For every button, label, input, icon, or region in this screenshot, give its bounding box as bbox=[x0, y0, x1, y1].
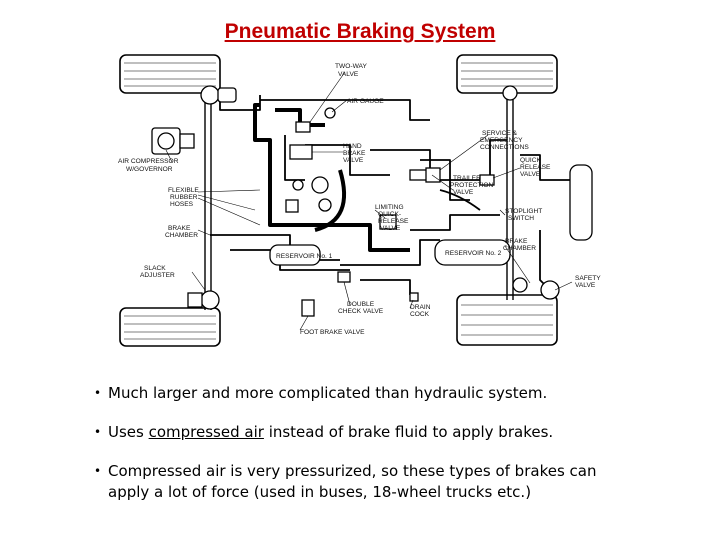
label-service-3: CONNECTIONS bbox=[480, 144, 529, 151]
diagram-svg: TWO-WAY VALVE AIR GAUGE AIR COMPRESSOR W… bbox=[118, 54, 601, 347]
bullet-marker: • bbox=[94, 425, 102, 439]
label-trailer-protection-3: VALVE bbox=[453, 189, 474, 196]
label-two-way-valve: TWO-WAY bbox=[335, 63, 367, 70]
label-flexible-hoses-2: RUBBER bbox=[170, 194, 198, 201]
bullet-text-line1: Compressed air is very pressurized, so t… bbox=[108, 462, 597, 480]
label-air-gauge: AIR GAUGE bbox=[347, 98, 384, 105]
bullet-text: Much larger and more complicated than hy… bbox=[108, 384, 548, 402]
bullet-text-pre: Uses bbox=[108, 423, 149, 441]
label-stoplight-switch: STOPLIGHT bbox=[505, 208, 542, 215]
label-trailer-protection: TRAILER bbox=[453, 175, 481, 182]
bullet-text-underlined: compressed air bbox=[148, 423, 264, 441]
label-limiting-valve-2: QUICK- bbox=[378, 211, 401, 218]
label-service-2: EMERGENCY bbox=[480, 137, 523, 144]
slide-title: Pneumatic Braking System bbox=[224, 20, 496, 43]
bullet-item: • Compressed air is very pressurized, so… bbox=[94, 461, 654, 503]
label-hand-brake-2: BRAKE bbox=[343, 150, 366, 157]
label-limiting-valve: LIMITING bbox=[375, 204, 404, 211]
label-double-check-valve-2: CHECK VALVE bbox=[338, 308, 384, 315]
label-trailer-protection-2: PROTECTION bbox=[450, 182, 493, 189]
bullet-text-post: instead of brake fluid to apply brakes. bbox=[263, 423, 554, 441]
label-brake-chamber-right-2: CHAMBER bbox=[503, 245, 536, 252]
bullet-marker: • bbox=[94, 464, 102, 478]
pneumatic-brake-diagram: TWO-WAY VALVE AIR GAUGE AIR COMPRESSOR W… bbox=[110, 50, 620, 350]
label-safety-valve-2: VALVE bbox=[575, 282, 596, 289]
label-double-check-valve: DOUBLE bbox=[347, 301, 375, 308]
label-quick-release: QUICK bbox=[520, 157, 541, 164]
label-drain-cock-2: COCK bbox=[410, 311, 430, 318]
label-safety-valve: SAFETY bbox=[575, 275, 601, 282]
label-flexible-hoses-3: HOSES bbox=[170, 201, 194, 208]
label-slack-adjuster-2: ADJUSTER bbox=[140, 272, 175, 279]
tires bbox=[119, 54, 558, 347]
label-air-compressor-2: W/GOVERNOR bbox=[126, 166, 173, 173]
label-reservoir-2: RESERVOIR No. 2 bbox=[445, 250, 502, 257]
label-slack-adjuster: SLACK bbox=[144, 265, 166, 272]
label-foot-brake-valve: FOOT BRAKE VALVE bbox=[300, 329, 365, 336]
label-brake-chamber-right: BRAKE bbox=[505, 238, 528, 245]
label-limiting-valve-3: RELEASE bbox=[378, 218, 409, 225]
label-service: SERVICE & bbox=[482, 130, 518, 137]
bullet-list: • Much larger and more complicated than … bbox=[94, 383, 654, 503]
bullet-item: • Uses compressed air instead of brake f… bbox=[94, 422, 654, 443]
components bbox=[151, 85, 593, 317]
bullet-item: • Much larger and more complicated than … bbox=[94, 383, 654, 404]
label-limiting-valve-4: VALVE bbox=[380, 225, 401, 232]
label-hand-brake: HAND bbox=[343, 143, 362, 150]
label-brake-chamber-left: BRAKE bbox=[168, 225, 191, 232]
label-air-compressor: AIR COMPRESSOR bbox=[118, 158, 179, 165]
label-reservoir-1: RESERVOIR No. 1 bbox=[276, 253, 333, 260]
bullet-text-line2: apply a lot of force (used in buses, 18-… bbox=[108, 483, 532, 501]
label-stoplight-switch-2: SWITCH bbox=[508, 215, 534, 222]
label-two-way-valve-2: VALVE bbox=[338, 71, 359, 78]
label-quick-release-2: RELEASE bbox=[520, 164, 551, 171]
label-brake-chamber-left-2: CHAMBER bbox=[165, 232, 198, 239]
label-flexible-hoses: FLEXIBLE bbox=[168, 187, 199, 194]
diagram-labels: TWO-WAY VALVE AIR GAUGE AIR COMPRESSOR W… bbox=[118, 63, 601, 336]
label-drain-cock: DRAIN bbox=[410, 304, 431, 311]
label-hand-brake-3: VALVE bbox=[343, 157, 364, 164]
bullet-marker: • bbox=[94, 386, 102, 400]
label-quick-release-3: VALVE bbox=[520, 171, 541, 178]
